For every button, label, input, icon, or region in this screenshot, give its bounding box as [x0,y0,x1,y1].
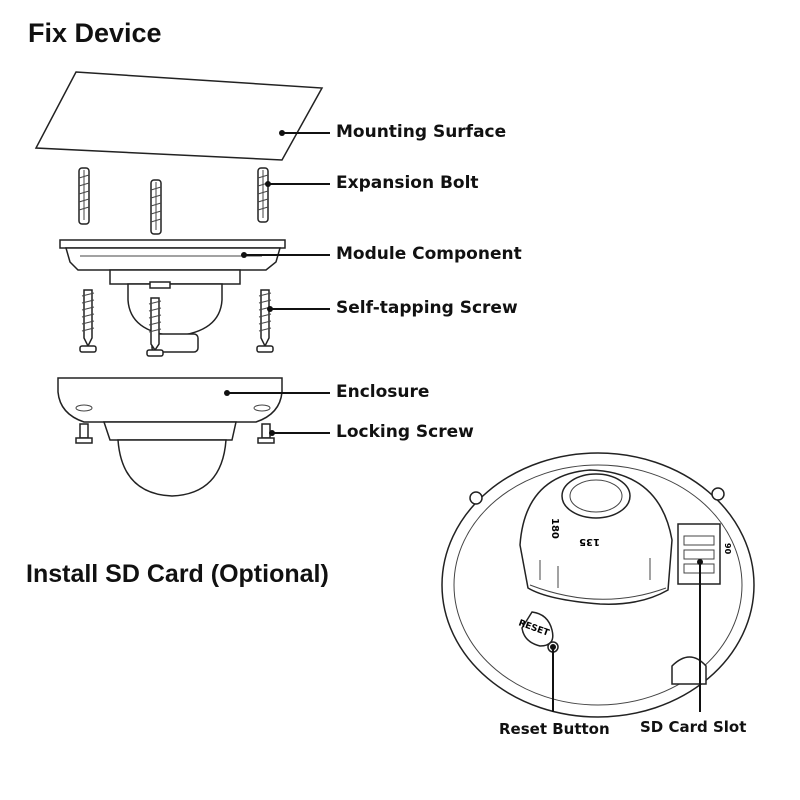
angle-marking-180: 180 [549,518,560,539]
mounting-surface-label: Mounting Surface [336,122,507,142]
enclosure-illustration [57,377,283,497]
fix-device-leaders [224,130,330,436]
sd-section-leaders [550,559,703,712]
self-tapping-screw-label: Self-tapping Screw [336,298,518,318]
mounting-surface-illustration [34,71,324,161]
angle-marking-135: 135 [579,536,600,547]
angle-marking-90: 90 [723,543,732,555]
locking-screw-illustration [75,423,275,444]
module-component-label: Module Component [336,244,522,264]
camera-base-illustration [441,452,755,718]
fix-device-title: Fix Device [28,18,162,48]
reset-button-label: Reset Button [499,720,610,738]
install-sd-card-title: Install SD Card (Optional) [26,560,329,588]
locking-screw-label: Locking Screw [336,422,474,442]
sd-card-slot-label: SD Card Slot [640,718,747,736]
expansion-bolt-illustration [78,167,269,235]
expansion-bolt-label: Expansion Bolt [336,173,479,193]
self-tapping-screw-illustration [79,289,274,357]
enclosure-label: Enclosure [336,382,430,402]
module-component-illustration [59,239,286,353]
